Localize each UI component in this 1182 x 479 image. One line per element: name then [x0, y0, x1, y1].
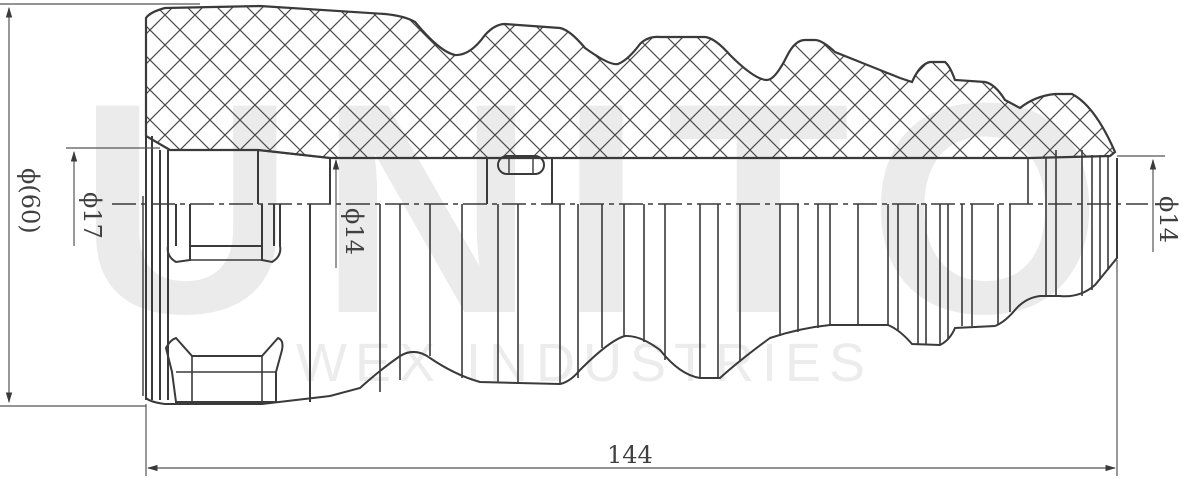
dimension-label-bore-left: ϕ17: [78, 192, 106, 239]
dimension-label-overall-length: 144: [607, 441, 653, 469]
window-cutouts: [164, 204, 284, 403]
dimension-label-outer-diameter: ϕ(60): [16, 168, 44, 234]
elevation-outline: [142, 136, 1118, 405]
dimension-lines: [0, 3, 1165, 476]
dimension-label-bore-mid: ϕ14: [340, 208, 368, 255]
section-hatch: [144, 4, 1117, 160]
dimension-label-bore-right: ϕ14: [1154, 196, 1182, 243]
